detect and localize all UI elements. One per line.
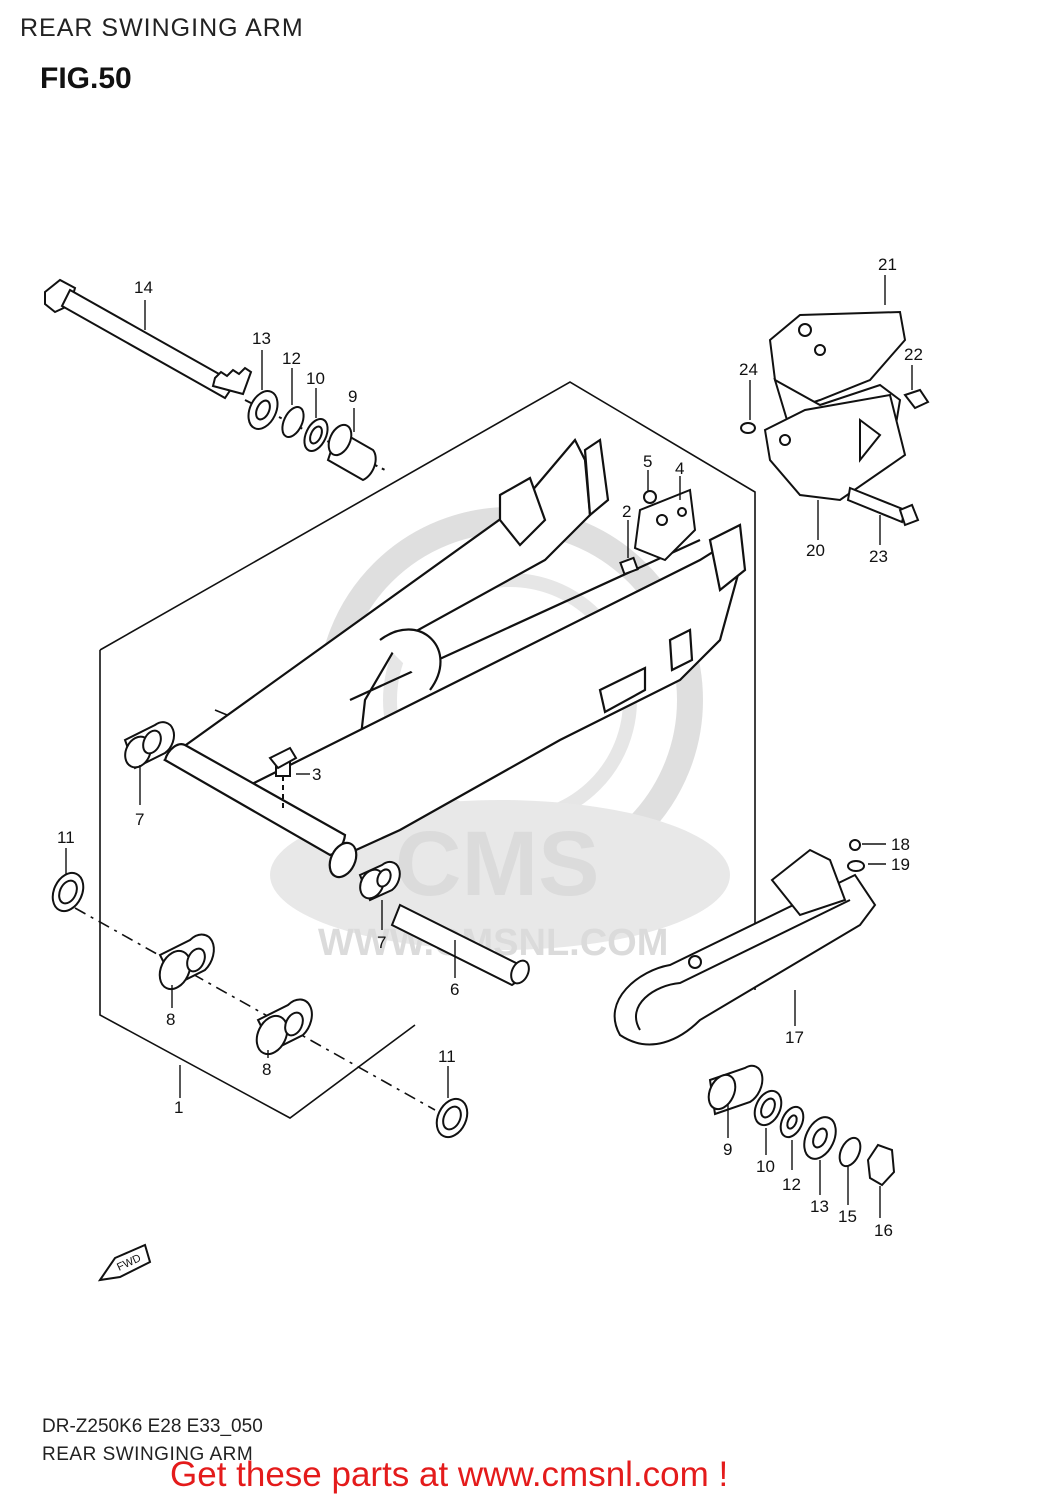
pivot-hardware-left bbox=[243, 386, 376, 480]
pivot-bolt bbox=[45, 280, 385, 470]
chain-guide bbox=[741, 312, 928, 525]
spacer-and-bush bbox=[356, 862, 533, 986]
callout-3: 3 bbox=[312, 765, 321, 784]
callout-15: 15 bbox=[838, 1207, 857, 1226]
callout-13b: 13 bbox=[810, 1197, 829, 1216]
watermark-brand: CMS bbox=[395, 813, 599, 915]
callout-5: 5 bbox=[643, 452, 652, 471]
footer-title: REAR SWINGING ARM bbox=[42, 1444, 254, 1465]
callout-9b: 9 bbox=[723, 1140, 732, 1159]
callout-8b: 8 bbox=[262, 1060, 271, 1079]
callout-21: 21 bbox=[878, 255, 897, 274]
callout-18: 18 bbox=[891, 835, 910, 854]
figure-number: FIG.50 bbox=[40, 62, 132, 95]
chain-case bbox=[615, 840, 875, 1044]
page-title: REAR SWINGING ARM bbox=[20, 14, 304, 42]
callout-6: 6 bbox=[450, 980, 459, 999]
callout-12a: 12 bbox=[282, 349, 301, 368]
callout-23: 23 bbox=[869, 547, 888, 566]
callout-17: 17 bbox=[785, 1028, 804, 1047]
callout-22: 22 bbox=[904, 345, 923, 364]
callout-labels: 1 2 3 4 5 6 7 7 8 8 9 9 10 10 11 11 12 1… bbox=[57, 255, 923, 1240]
callout-24: 24 bbox=[739, 360, 758, 379]
callout-13a: 13 bbox=[252, 329, 271, 348]
callout-9a: 9 bbox=[348, 387, 357, 406]
forward-arrow-icon: FWD bbox=[97, 1243, 152, 1282]
callout-2: 2 bbox=[622, 502, 631, 521]
leader-lines bbox=[65, 275, 913, 1218]
chain-adjuster-plate bbox=[620, 490, 695, 574]
pivot-bushes-left bbox=[47, 722, 473, 1142]
callout-12b: 12 bbox=[782, 1175, 801, 1194]
callout-19: 19 bbox=[891, 855, 910, 874]
pivot-hardware-right bbox=[704, 1066, 894, 1185]
callout-11a: 11 bbox=[57, 828, 75, 847]
callout-20: 20 bbox=[806, 541, 825, 560]
callout-4: 4 bbox=[675, 459, 684, 478]
callout-16: 16 bbox=[874, 1221, 893, 1240]
grease-nipple bbox=[270, 748, 296, 810]
swingarm-body bbox=[165, 440, 745, 881]
callout-14: 14 bbox=[134, 278, 153, 297]
callout-11b: 11 bbox=[438, 1047, 456, 1066]
diagram-code: DR-Z250K6 E28 E33_050 bbox=[42, 1416, 263, 1437]
promo-link[interactable]: Get these parts at www.cmsnl.com ! bbox=[170, 1455, 729, 1494]
callout-10a: 10 bbox=[306, 369, 325, 388]
callout-7b: 7 bbox=[377, 933, 386, 952]
callout-7a: 7 bbox=[135, 810, 144, 829]
callout-1: 1 bbox=[174, 1098, 183, 1117]
callout-10b: 10 bbox=[756, 1157, 775, 1176]
callout-8a: 8 bbox=[166, 1010, 175, 1029]
